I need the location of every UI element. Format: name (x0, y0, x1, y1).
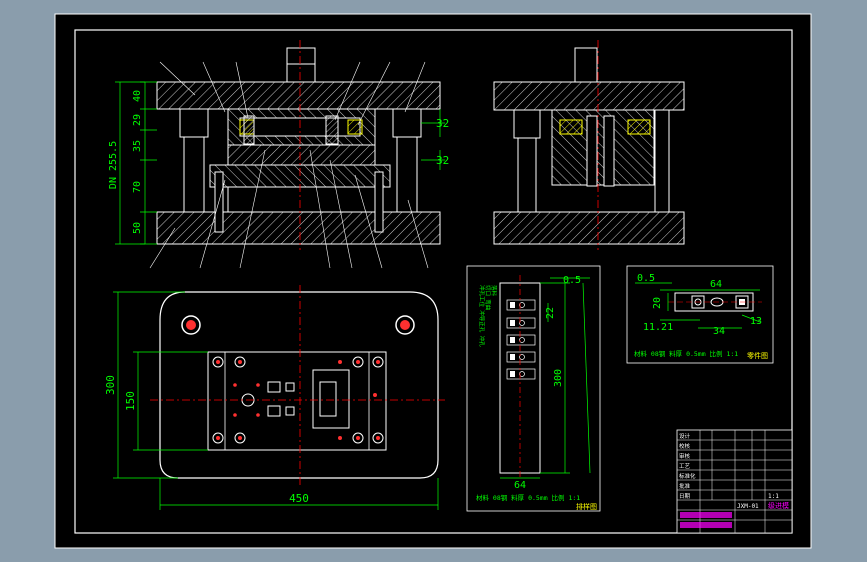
title-label-3: 工艺 (679, 463, 691, 470)
plan-dim-width: 450 (289, 492, 309, 505)
strip-tag: 排样图 (576, 502, 597, 511)
strip-dim-pitch: 22 (545, 307, 556, 319)
dim-50: 50 (132, 222, 143, 234)
part-tag: 零件图 (747, 351, 768, 360)
plan-dim-inner: 150 (124, 391, 137, 411)
title-label-5: 批准 (679, 482, 691, 490)
title-label-4: 标准化 (679, 472, 696, 480)
dim-40: 40 (132, 90, 143, 102)
title-label-1: 校核 (679, 442, 691, 450)
dim-right-lower: 32 (436, 154, 449, 167)
strip-dim-thickness: 0.5 (563, 275, 581, 286)
part-dim-4: 34 (713, 326, 725, 337)
side-section-view (493, 40, 685, 250)
drawing-border (74, 29, 793, 534)
strip-caption: 材料 08钢 料厚 0.5mm 比例 1:1 (476, 493, 580, 502)
title-label-0: 设计 (679, 432, 691, 440)
guide-bush-right (395, 315, 415, 335)
plan-dim-height: 300 (104, 375, 117, 395)
strip-layout-panel: 22 300 64 0.5 冲孔工位 冲导正孔 冲孔 切口 弯曲 落料 材料 0… (466, 265, 601, 512)
guide-bush-left (181, 315, 201, 335)
strip-note-3: 落料 (490, 285, 498, 297)
part-dim-1: 64 (710, 279, 722, 290)
strip-dim-length: 300 (553, 369, 564, 387)
dim-right-upper: 32 (436, 117, 449, 130)
part-dim-5: 13 (750, 316, 762, 327)
plan-view: 300 150 450 (104, 285, 445, 510)
drawing-number: JXM-01 (737, 503, 759, 510)
front-section-view: 40 29 35 70 50 DN 255.5 32 32 (108, 40, 449, 269)
dim-total-height: DN 255.5 (108, 141, 119, 189)
dim-29: 29 (132, 114, 143, 126)
part-dim-0: 0.5 (637, 273, 655, 284)
strip-note-2: 切口 弯曲 (484, 285, 492, 310)
drawing-name: 级进模 (768, 501, 789, 510)
dim-70: 70 (132, 181, 143, 193)
part-dim-3: 11.21 (643, 322, 673, 333)
drawing-scale: 1:1 (768, 493, 779, 500)
strip-dim-width: 64 (514, 480, 526, 491)
part-drawing-panel: 0.5 64 20 11.21 34 13 材料 08钢 料厚 0.5mm 比例… (626, 265, 774, 364)
dim-35: 35 (132, 140, 143, 152)
title-block: 设计 校核 审核 工艺 标准化 批准 日期 JXM-01 级进模 1:1 (676, 429, 793, 534)
part-caption: 材料 08钢 料厚 0.5mm 比例 1:1 (634, 349, 738, 358)
title-label-6: 日期 (679, 493, 691, 500)
part-dim-2: 20 (652, 297, 663, 309)
title-label-2: 审核 (679, 452, 691, 460)
strip-note-1: 冲孔工位 冲导正孔 冲孔 (478, 285, 486, 347)
